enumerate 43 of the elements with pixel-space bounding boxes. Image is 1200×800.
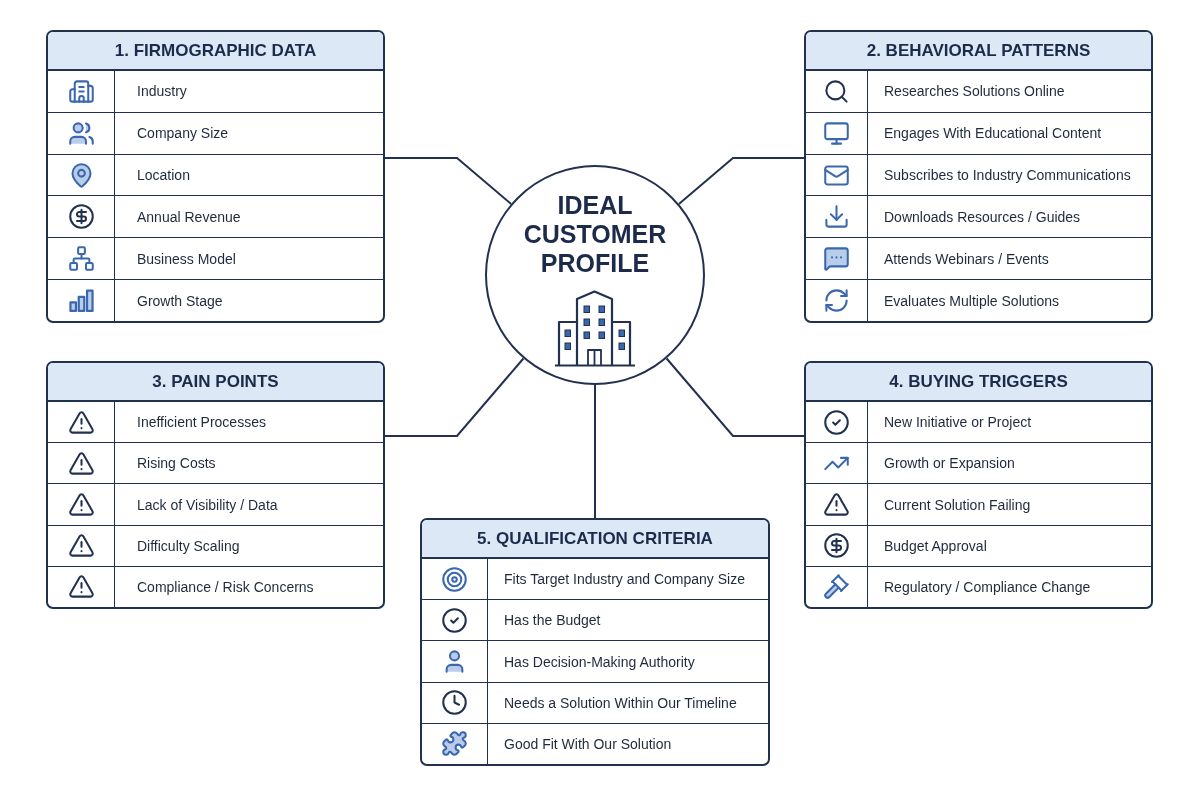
category-panel [46,361,385,609]
item-text: Good Fit With Our Solution [504,735,672,752]
category-panel [804,361,1153,609]
category-panel [46,30,385,323]
item-text: Rising Costs [137,455,216,472]
item-text: Growth Stage [137,292,223,309]
panel-heading: 4. BUYING TRIGGERS [806,363,1151,402]
item-text: Fits Target Industry and Company Size [504,571,745,588]
item-text: Company Size [137,125,229,142]
item-text: Compliance / Risk Concerns [137,578,314,595]
item-text: Inefficient Processes [137,414,266,431]
panel-heading: 3. PAIN POINTS [48,363,383,402]
connector-line [384,357,525,437]
item-text: Subscribes to Industry Communications [884,167,1131,184]
item-text: New Initiative or Project [884,414,1032,431]
item-text: Evaluates Multiple Solutions [884,292,1060,309]
item-text: Lack of Visibility / Data [137,496,278,513]
item-text: Business Model [137,250,236,267]
item-text: Current Solution Failing [884,496,1031,513]
item-text: Engages With Educational Content [884,125,1102,142]
item-text: Needs a Solution Within Our Timeline [504,694,737,711]
item-text: Attends Webinars / Events [884,250,1049,267]
connector-line [677,157,805,205]
item-text: Annual Revenue [137,208,241,225]
category-panel [804,30,1153,323]
connector-line [384,157,513,205]
panel-heading: 1. FIRMOGRAPHIC DATA [48,32,383,71]
panel-heading: 5. QUALIFICATION CRITERIA [422,520,768,559]
item-text: Has Decision-Making Authority [504,653,695,670]
item-text: Budget Approval [884,537,987,554]
hub-title: IDEAL CUSTOMER PROFILE [523,191,667,278]
item-text: Downloads Resources / Guides [884,208,1081,225]
panel-heading: 2. BEHAVIORAL PATTERNS [806,32,1151,71]
item-text: Location [137,167,190,184]
category-panel [420,518,770,766]
item-text: Regulatory / Compliance Change [884,578,1091,595]
connector-line [665,357,805,437]
item-text: Growth or Expansion [884,455,1015,472]
item-text: Industry [137,83,187,100]
item-text: Difficulty Scaling [137,537,240,554]
item-text: Has the Budget [504,612,601,629]
connector-line [594,384,596,519]
item-text: Researches Solutions Online [884,83,1065,100]
